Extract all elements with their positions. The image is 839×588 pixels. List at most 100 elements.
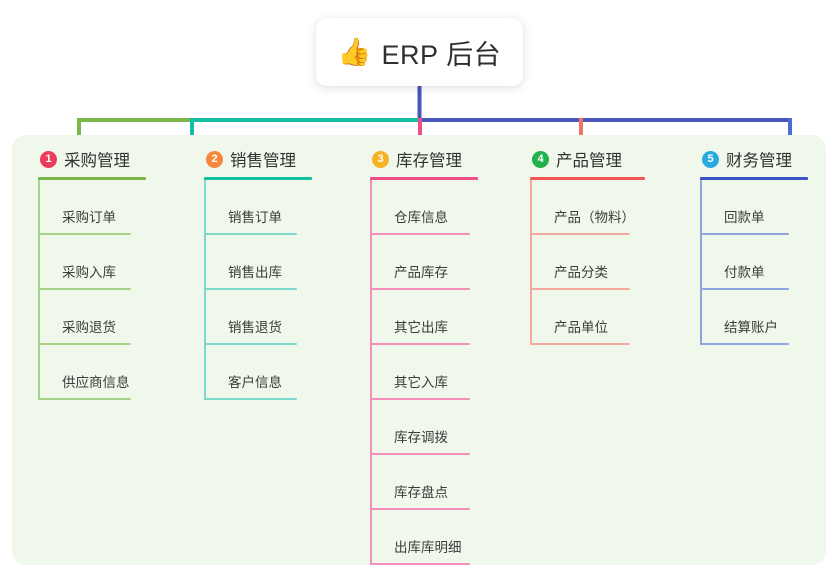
list-item-rule [370,398,470,400]
list-item-label: 出库库明细 [394,540,462,555]
column-number-badge: 3 [372,150,389,168]
column-items: 仓库信息产品库存其它出库其它入库库存调拨库存盘点出库库明细 [370,180,478,565]
list-item-label: 产品库存 [394,265,448,280]
column-title: 产品管理 [556,152,622,170]
list-item[interactable]: 库存盘点 [370,455,478,510]
list-item-rule [204,398,297,400]
list-item-label: 结算账户 [724,320,778,335]
column-spine [530,180,532,345]
list-item-label: 仓库信息 [394,210,448,225]
list-item-rule [204,233,297,235]
list-item-label: 库存盘点 [394,485,448,500]
column-产品管理: 4 产品管理产品（物料） 产品分类产品单位 [530,147,645,345]
diagram-panel [12,135,826,565]
column-title: 采购管理 [64,152,130,170]
root-node[interactable]: 👍 ERP 后台 [316,18,523,86]
column-number-badge: 2 [206,150,223,168]
list-item[interactable]: 出库库明细 [370,510,478,565]
list-item-rule [38,343,131,345]
column-spine [204,180,206,400]
column-库存管理: 3 库存管理仓库信息产品库存其它出库其它入库库存调拨库存盘点出库库明细 [370,147,478,565]
column-number-badge: 1 [40,150,57,168]
list-item-rule [530,233,630,235]
list-item-label: 其它出库 [394,320,448,335]
list-item[interactable]: 销售退货 [204,290,312,345]
column-spine [38,180,40,400]
list-item[interactable]: 仓库信息 [370,180,478,235]
list-item-label: 销售出库 [228,265,282,280]
column-title: 财务管理 [726,152,792,170]
column-采购管理: 1 采购管理采购订单采购入库采购退货供应商信息 [38,147,146,400]
list-item[interactable]: 产品分类 [530,235,645,290]
list-item-rule [370,288,470,290]
column-spine [700,180,702,345]
column-spine [370,180,372,565]
column-title: 销售管理 [230,152,296,170]
list-item[interactable]: 产品库存 [370,235,478,290]
list-item[interactable]: 付款单 [700,235,808,290]
list-item-label: 销售退货 [228,320,282,335]
list-item[interactable]: 库存调拨 [370,400,478,455]
list-item-label: 产品单位 [554,320,608,335]
column-header-rule [530,177,645,180]
column-items: 产品（物料） 产品分类产品单位 [530,180,645,345]
list-item[interactable]: 回款单 [700,180,808,235]
column-header[interactable]: 2 销售管理 [204,147,312,171]
list-item-label: 采购订单 [62,210,116,225]
column-items: 销售订单销售出库销售退货客户信息 [204,180,312,400]
list-item[interactable]: 供应商信息 [38,345,146,400]
list-item-rule [530,288,630,290]
root-title: ERP 后台 [381,39,502,70]
list-item[interactable]: 其它入库 [370,345,478,400]
list-item-rule [204,288,297,290]
column-header-rule [370,177,478,180]
column-items: 采购订单采购入库采购退货供应商信息 [38,180,146,400]
list-item-rule [700,288,789,290]
list-item-label: 供应商信息 [62,375,130,390]
column-header[interactable]: 5 财务管理 [700,147,808,171]
list-item-rule [204,343,297,345]
list-item-rule [370,453,470,455]
list-item[interactable]: 结算账户 [700,290,808,345]
list-item[interactable]: 产品单位 [530,290,645,345]
list-item-rule [530,343,630,345]
list-item-label: 其它入库 [394,375,448,390]
list-item[interactable]: 客户信息 [204,345,312,400]
column-header-rule [204,177,312,180]
list-item-rule [370,233,470,235]
list-item-label: 回款单 [724,210,765,225]
list-item[interactable]: 销售出库 [204,235,312,290]
list-item-rule [370,563,470,565]
list-item-label: 付款单 [724,265,765,280]
list-item-rule [700,233,789,235]
list-item-label: 产品分类 [554,265,608,280]
list-item[interactable]: 销售订单 [204,180,312,235]
column-header[interactable]: 3 库存管理 [370,147,478,171]
list-item[interactable]: 采购入库 [38,235,146,290]
column-title: 库存管理 [396,152,462,170]
list-item-label: 库存调拨 [394,430,448,445]
thumbs-up-icon: 👍 [337,36,372,67]
column-销售管理: 2 销售管理销售订单销售出库销售退货客户信息 [204,147,312,400]
list-item-rule [38,233,131,235]
column-header[interactable]: 4 产品管理 [530,147,645,171]
column-header-rule [700,177,808,180]
column-header[interactable]: 1 采购管理 [38,147,146,171]
list-item[interactable]: 采购订单 [38,180,146,235]
list-item-rule [700,343,789,345]
list-item-rule [370,508,470,510]
list-item[interactable]: 产品（物料） [530,180,645,235]
column-header-rule [38,177,146,180]
list-item-rule [370,343,470,345]
list-item-label: 产品（物料） [554,210,635,225]
column-items: 回款单付款单结算账户 [700,180,808,345]
list-item-label: 客户信息 [228,375,282,390]
list-item-label: 采购退货 [62,320,116,335]
list-item[interactable]: 其它出库 [370,290,478,345]
list-item[interactable]: 采购退货 [38,290,146,345]
list-item-rule [38,398,131,400]
column-number-badge: 4 [532,150,549,168]
list-item-rule [38,288,131,290]
list-item-label: 销售订单 [228,210,282,225]
column-number-badge: 5 [702,150,719,168]
